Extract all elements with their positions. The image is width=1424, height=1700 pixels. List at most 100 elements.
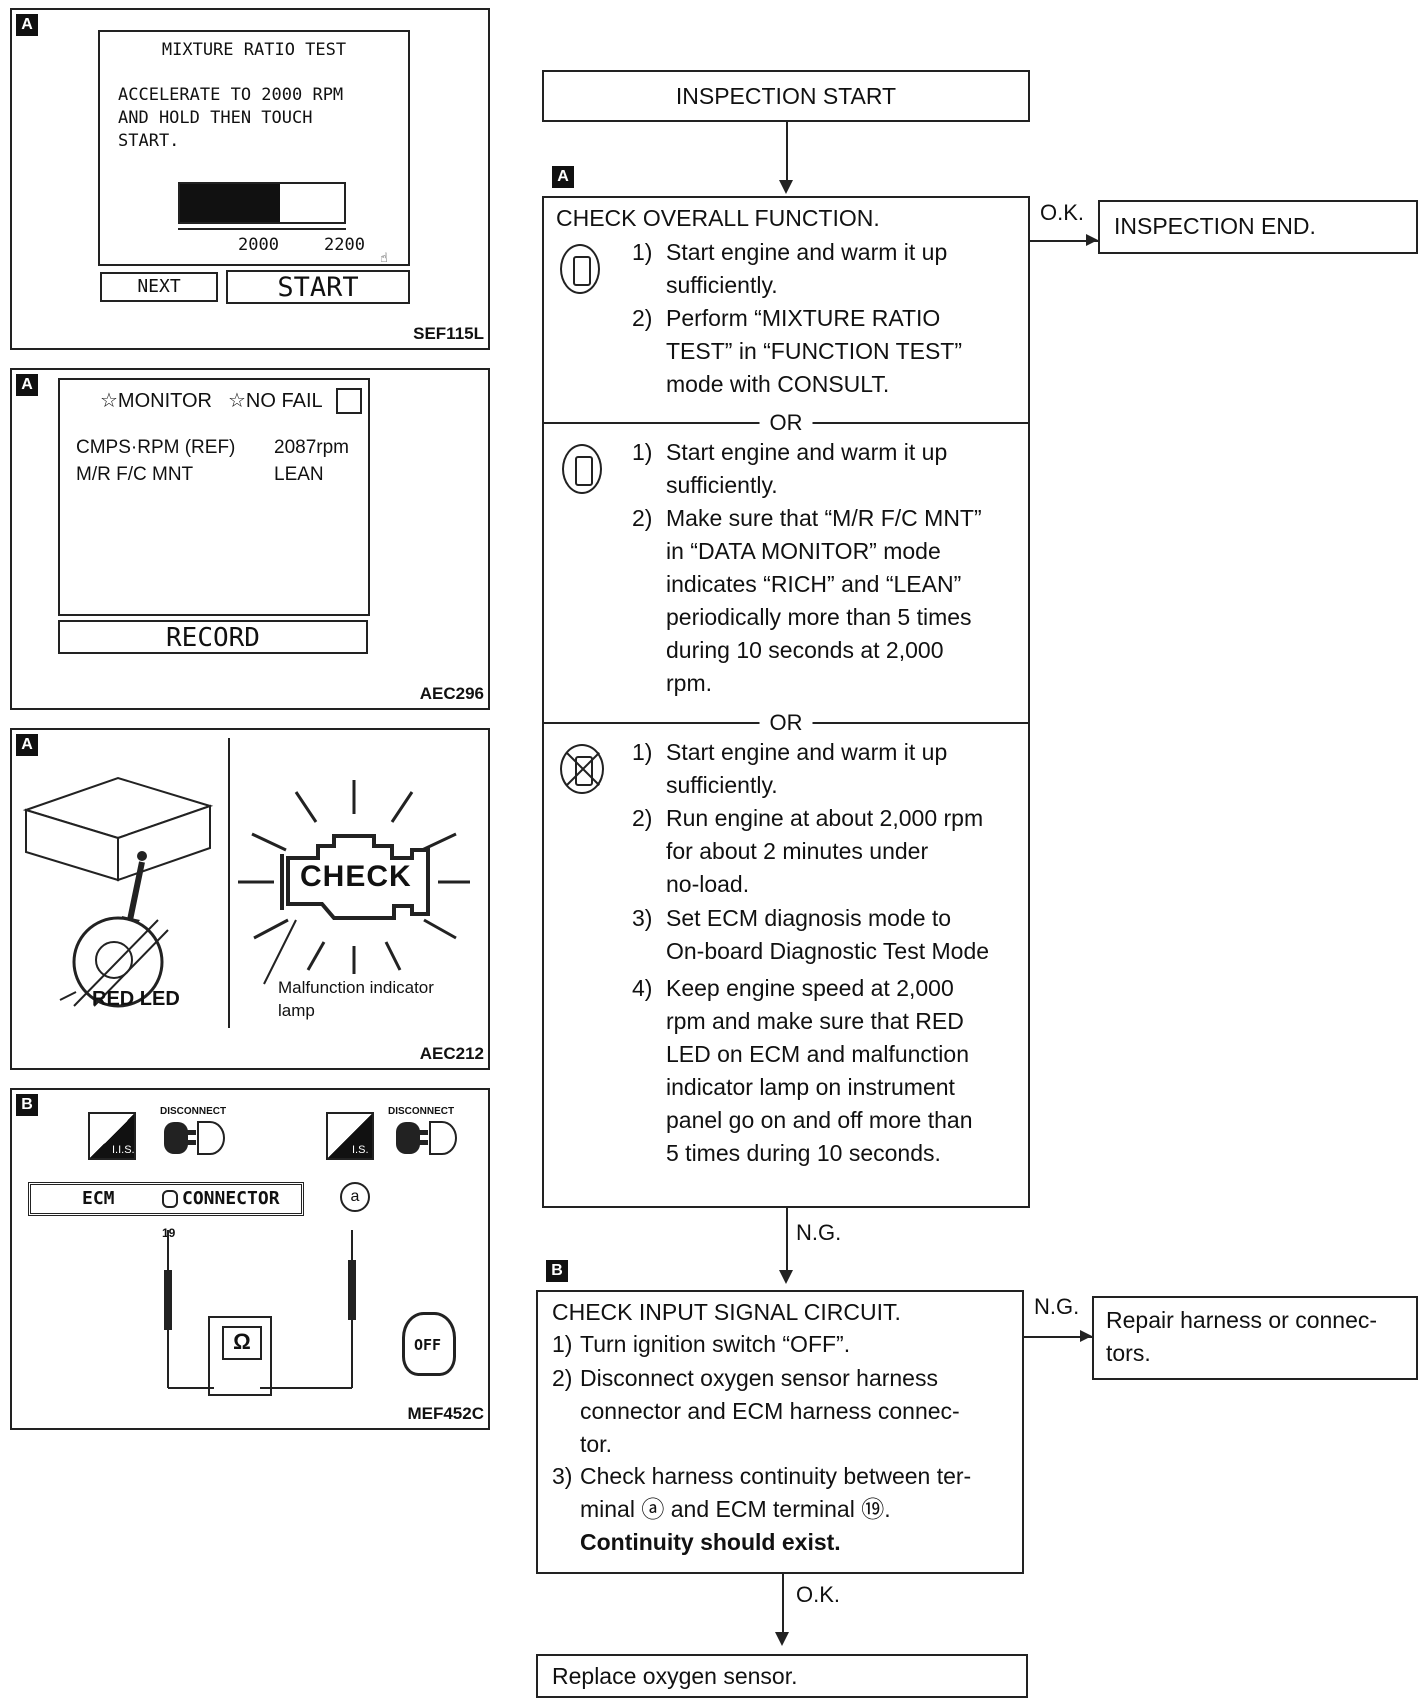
inspection-start-text: INSPECTION START <box>675 83 897 109</box>
figure-code: SEF115L <box>413 324 484 343</box>
step-number: 3) <box>552 1463 573 1489</box>
arrow-right <box>1080 1330 1092 1342</box>
arrow-down <box>779 180 793 194</box>
disconnect-label-2: DISCONNECT <box>388 1106 455 1117</box>
check-text: CHECK <box>300 860 412 893</box>
step-text: Start engine and warm it up sufficiently… <box>666 239 948 298</box>
replace-text: Replace oxygen sensor. <box>552 1663 798 1689</box>
connector-disconnect-icon <box>396 1121 457 1155</box>
nofail-header: ☆NO FAIL <box>228 390 323 412</box>
mil-label: Malfunction indicator lamp <box>278 978 434 1020</box>
figure-code: AEC296 <box>419 684 484 703</box>
section-tag-b: B <box>546 1260 568 1282</box>
check-overall-title: CHECK OVERALL FUNCTION. <box>556 205 880 231</box>
consult-icon <box>560 244 600 294</box>
connector-line <box>1030 240 1108 242</box>
ohm-symbol: Ω <box>222 1326 262 1360</box>
step-number: 1) <box>632 739 653 765</box>
consult-device-shape <box>575 756 593 786</box>
step-text: Check harness continuity between ter- mi… <box>580 1460 971 1559</box>
inspection-start-box: INSPECTION START <box>542 70 1030 122</box>
step-number: 1) <box>552 1331 573 1357</box>
step-text: Run engine at about 2,000 rpm for about … <box>666 805 984 897</box>
monitor-screen: ☆MONITOR ☆NO FAIL CMPS·RPM (REF) M/R F/C… <box>58 378 370 616</box>
check-overall-function-box: CHECK OVERALL FUNCTION. 1) Start engine … <box>542 196 1030 1208</box>
replace-box: Replace oxygen sensor. <box>536 1654 1028 1698</box>
red-led-label: RED LED <box>92 988 180 1010</box>
ecm-label: ECM <box>82 1188 115 1209</box>
connector-label: CONNECTOR <box>182 1188 280 1209</box>
connector-line <box>782 1574 784 1634</box>
ignition-off-icon <box>88 1112 136 1160</box>
connector-line <box>786 1208 788 1274</box>
screen-instruction: ACCELERATE TO 2000 RPM AND HOLD THEN TOU… <box>118 85 344 151</box>
start-button[interactable]: START <box>226 270 410 304</box>
figure-divider <box>228 738 230 1028</box>
connector-line <box>1024 1336 1100 1338</box>
rpm-bar <box>178 182 346 224</box>
step-text: Make sure that “M/R F/C MNT” in “DATA MO… <box>666 505 982 696</box>
step-number: 3) <box>632 905 653 931</box>
monitor-values: 2087rpm LEAN <box>274 437 349 485</box>
check-input-title: CHECK INPUT SIGNAL CIRCUIT. <box>552 1299 901 1325</box>
ng-label: N.G. <box>796 1220 842 1245</box>
step-text: Start engine and warm it up sufficiently… <box>666 439 948 498</box>
step-number: 2) <box>632 305 653 331</box>
ignition-off-icon <box>326 1112 374 1160</box>
consult-device-shape <box>575 456 593 486</box>
consult-icon <box>562 444 602 494</box>
arrow-down <box>779 1270 793 1284</box>
ignition-key-icon <box>402 1312 456 1376</box>
step-text: Disconnect oxygen sensor harness connect… <box>580 1365 960 1457</box>
inspection-end-box: INSPECTION END. <box>1098 200 1418 254</box>
or-label: OR <box>759 708 813 738</box>
disconnect-label-1: DISCONNECT <box>160 1106 227 1117</box>
step-text: Turn ignition switch “OFF”. <box>580 1331 851 1357</box>
section-tag-a: A <box>16 734 38 756</box>
section-tag-a: A <box>16 14 38 36</box>
next-button[interactable]: NEXT <box>100 272 218 302</box>
no-consult-icon <box>560 744 604 794</box>
connector-line <box>786 122 788 180</box>
figure-data-monitor: A ☆MONITOR ☆NO FAIL CMPS·RPM (REF) M/R F… <box>10 368 490 710</box>
step-number: 1) <box>632 439 653 465</box>
consult-screen: MIXTURE RATIO TEST ACCELERATE TO 2000 RP… <box>98 30 410 266</box>
continuity-note: Continuity should exist. <box>580 1529 841 1555</box>
step-number: 2) <box>632 805 653 831</box>
step-text: Keep engine speed at 2,000 rpm and make … <box>666 975 973 1166</box>
section-tag-b: B <box>16 1094 38 1116</box>
scale-label-2000: 2000 <box>238 235 279 255</box>
section-tag-a: A <box>16 374 38 396</box>
test-leads <box>164 1230 356 1389</box>
monitor-checkbox[interactable] <box>336 388 362 414</box>
figure-code: MEF452C <box>407 1404 484 1423</box>
figure-harness-check: B I.I.S. DISCONNECT I.S. DISCONNECT ECM … <box>10 1088 490 1430</box>
ok-label: O.K. <box>796 1582 841 1607</box>
mil-burst-icon <box>238 780 470 985</box>
record-button[interactable]: RECORD <box>58 620 368 654</box>
ok-label: O.K. <box>1040 200 1085 225</box>
repair-box: Repair harness or connec- tors. <box>1092 1296 1418 1380</box>
touch-finger-icon: ☝ <box>380 250 388 265</box>
connector-disconnect-icon <box>164 1121 225 1155</box>
or-separator: OR <box>544 408 1028 438</box>
scale-label-2200: 2200 <box>324 235 365 255</box>
consult-device-shape <box>573 256 591 286</box>
figure-ecm-led-mil: A RED LED CHECK <box>10 728 490 1070</box>
step-text: Perform “MIXTURE RATIO TEST” in “FUNCTIO… <box>666 305 963 397</box>
screen-title: MIXTURE RATIO TEST <box>161 40 347 60</box>
terminal-pin <box>162 1190 178 1208</box>
section-tag-a: A <box>552 166 574 188</box>
arrow-down <box>775 1632 789 1646</box>
ignition-label-2: I.S. <box>352 1144 369 1156</box>
repair-text: Repair harness or connec- tors. <box>1106 1307 1378 1366</box>
ohmmeter: Ω <box>208 1316 272 1396</box>
step-number: 1) <box>632 239 653 265</box>
monitor-row: CMPS·RPM (REF) M/R F/C MNT <box>76 437 236 485</box>
ignition-label-1: I.I.S. <box>112 1144 135 1156</box>
or-separator: OR <box>544 708 1028 738</box>
arrow-right <box>1086 234 1098 246</box>
inspection-end-text: INSPECTION END. <box>1114 213 1316 239</box>
ecm-illustration <box>22 776 214 1008</box>
step-text: Start engine and warm it up sufficiently… <box>666 739 948 798</box>
